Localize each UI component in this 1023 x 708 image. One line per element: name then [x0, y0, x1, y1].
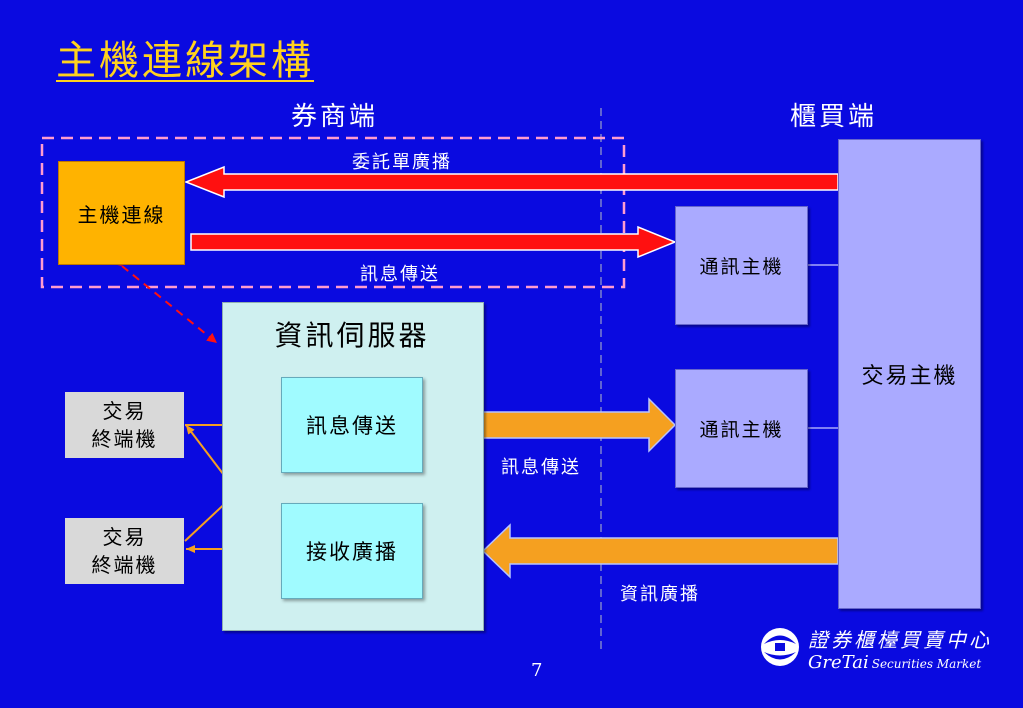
msg-send-top-label: 訊息傳送 [360, 264, 440, 285]
host-server-link [111, 255, 218, 344]
info-broadcast-arrow [481, 523, 839, 579]
broker-side-label: 券商端 [291, 102, 379, 132]
trade-terminal-2: 交易 終端機 [65, 518, 184, 584]
host-link-region [40, 136, 626, 289]
otc-side-label: 櫃買端 [790, 102, 878, 132]
logo-english-main: GreTai [808, 652, 869, 673]
host-link-box: 主機連線 [58, 161, 185, 265]
gretai-logo-icon [761, 628, 799, 666]
order-broadcast-label: 委託單廣播 [352, 152, 452, 173]
msg-send-orange-arrow [482, 397, 677, 453]
comm-host-1: 通訊主機 [675, 206, 808, 325]
logo-chinese-name: 證券櫃檯買賣中心 [808, 628, 992, 652]
msg-send-box: 訊息傳送 [281, 377, 423, 473]
page-number: 7 [531, 660, 543, 681]
info-server-label: 資訊伺服器 [274, 319, 430, 352]
receive-broadcast-box: 接收廣播 [281, 503, 423, 599]
comm-host-2: 通訊主機 [675, 369, 808, 488]
trade-host-box: 交易主機 [838, 139, 981, 609]
order-broadcast-arrow [183, 165, 839, 199]
page-title: 主機連線架構 [56, 38, 314, 84]
logo-english-sub: Securities Market [871, 657, 982, 671]
trade-terminal-1: 交易 終端機 [65, 392, 184, 458]
msg-send-red-arrow [190, 225, 677, 259]
msg-send-mid-label: 訊息傳送 [501, 457, 581, 478]
info-broadcast-label: 資訊廣播 [620, 584, 700, 605]
